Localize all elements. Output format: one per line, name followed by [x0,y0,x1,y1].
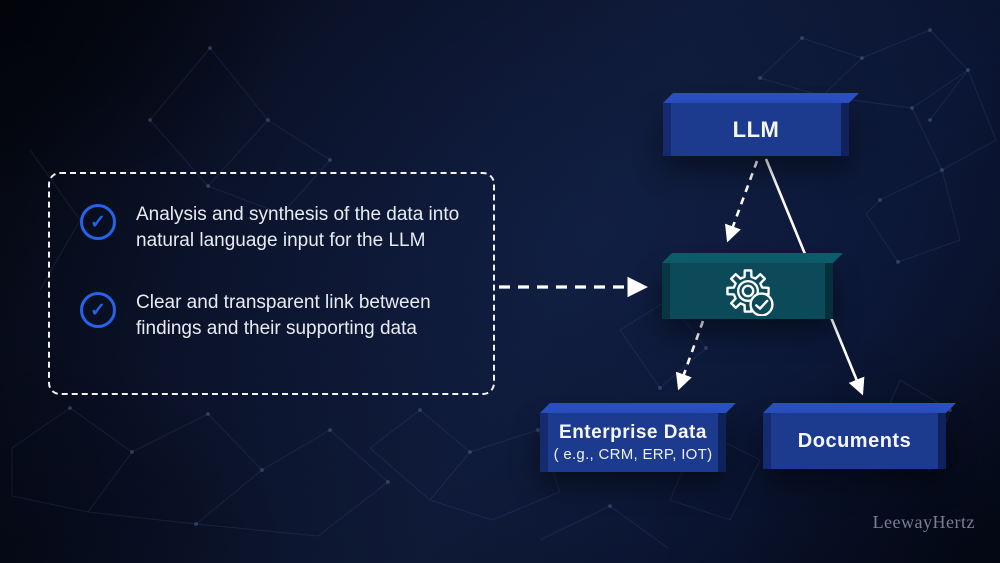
node-enterprise-title: Enterprise Data [559,422,707,443]
note-item: ✓ Analysis and synthesis of the data int… [80,202,463,254]
box-front-face: Enterprise Data ( e.g., CRM, ERP, IOT) [540,413,726,472]
box-left-face [763,413,771,469]
box-right-face [841,103,849,156]
node-documents-label: Documents [797,429,912,452]
box-front-face: LLM [663,103,849,156]
arrow-llm-to-processor [725,160,759,243]
box-top-face [763,403,956,413]
box-left-face [662,263,670,319]
node-enterprise-data: Enterprise Data ( e.g., CRM, ERP, IOT) [540,403,736,472]
arrow-processor-to-enterprise [675,320,705,391]
check-circle-icon: ✓ [80,204,116,240]
box-front-face [662,263,833,319]
box-top-face [663,93,859,103]
box-front-face: Documents [763,413,946,469]
box-right-face [718,413,726,472]
check-glyph: ✓ [90,299,106,321]
box-right-face [825,263,833,319]
note-text: Analysis and synthesis of the data into … [136,204,460,251]
node-processor [662,253,843,319]
brand-watermark: LeewayHertz [872,512,975,532]
check-circle-icon: ✓ [80,292,116,328]
box-right-face [938,413,946,469]
box-top-face [662,253,843,263]
note-item: ✓ Clear and transparent link between fin… [80,290,463,342]
node-llm: LLM [663,93,859,156]
box-top-face [540,403,736,413]
note-text: Clear and transparent link between findi… [136,292,431,339]
gear-check-icon [725,269,774,316]
box-left-face [540,413,548,472]
box-left-face [663,103,671,156]
node-documents: Documents [763,403,956,469]
node-enterprise-subtitle: ( e.g., CRM, ERP, IOT) [553,446,713,463]
node-llm-label: LLM [732,116,780,142]
note-box: ✓ Analysis and synthesis of the data int… [48,172,495,395]
check-glyph: ✓ [90,211,106,233]
